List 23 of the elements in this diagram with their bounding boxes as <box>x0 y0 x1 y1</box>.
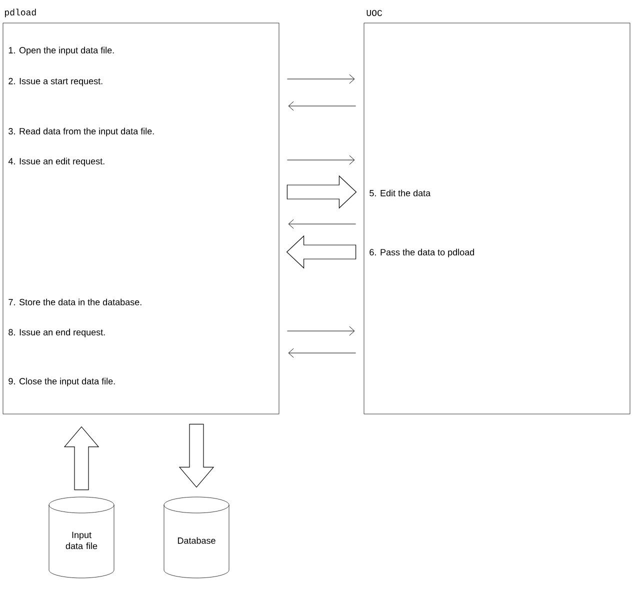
step-text: 2. Issue a start request. <box>8 78 102 86</box>
storage-cylinder: Input data file <box>48 496 114 578</box>
step-text: 4. Issue an edit request. <box>8 158 104 166</box>
step-text: 1. Open the input data file. <box>8 46 114 56</box>
step-text: 8. Issue an end request. <box>8 328 105 338</box>
step-text: 3. Read data from the input data file. <box>8 128 154 136</box>
arrow <box>286 155 355 165</box>
arrow <box>286 74 355 84</box>
block-arrow <box>286 235 356 269</box>
step-text: 5. Edit the data <box>370 190 431 196</box>
step-text: 9. Close the input data file. <box>8 378 115 386</box>
box-heading: UOC <box>366 10 382 16</box>
box-heading: pdload <box>5 8 36 18</box>
block-arrow <box>64 426 100 490</box>
step-text: 6. Pass the data to pdload <box>370 248 474 258</box>
arrow <box>288 219 356 229</box>
step-text: 7. Store the data in the database. <box>8 298 142 306</box>
arrow <box>288 348 356 358</box>
arrow <box>286 326 355 336</box>
arrow <box>288 101 356 111</box>
block-arrow <box>286 175 357 209</box>
storage-cylinder: Database <box>164 496 230 578</box>
block-arrow <box>178 424 214 488</box>
